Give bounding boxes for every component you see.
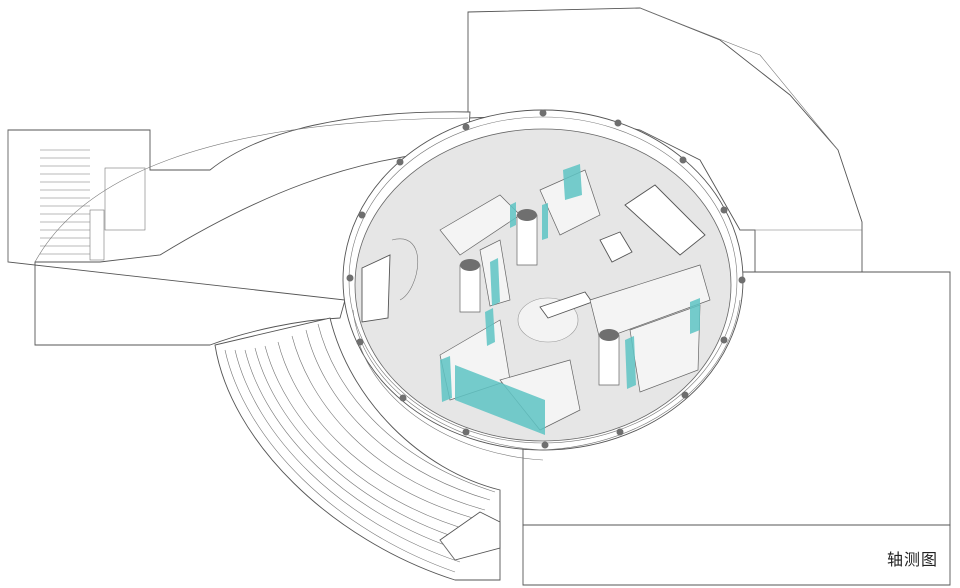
core-columns	[459, 209, 620, 386]
amphitheatre-steps	[214, 317, 501, 581]
bookshelves	[439, 169, 711, 431]
ring-columns	[346, 109, 746, 449]
drawing-caption: 轴测图	[886, 550, 938, 569]
circular-reading-room	[342, 109, 746, 461]
shelf-end-panels	[440, 164, 700, 435]
left-curved-wing	[7, 111, 471, 346]
